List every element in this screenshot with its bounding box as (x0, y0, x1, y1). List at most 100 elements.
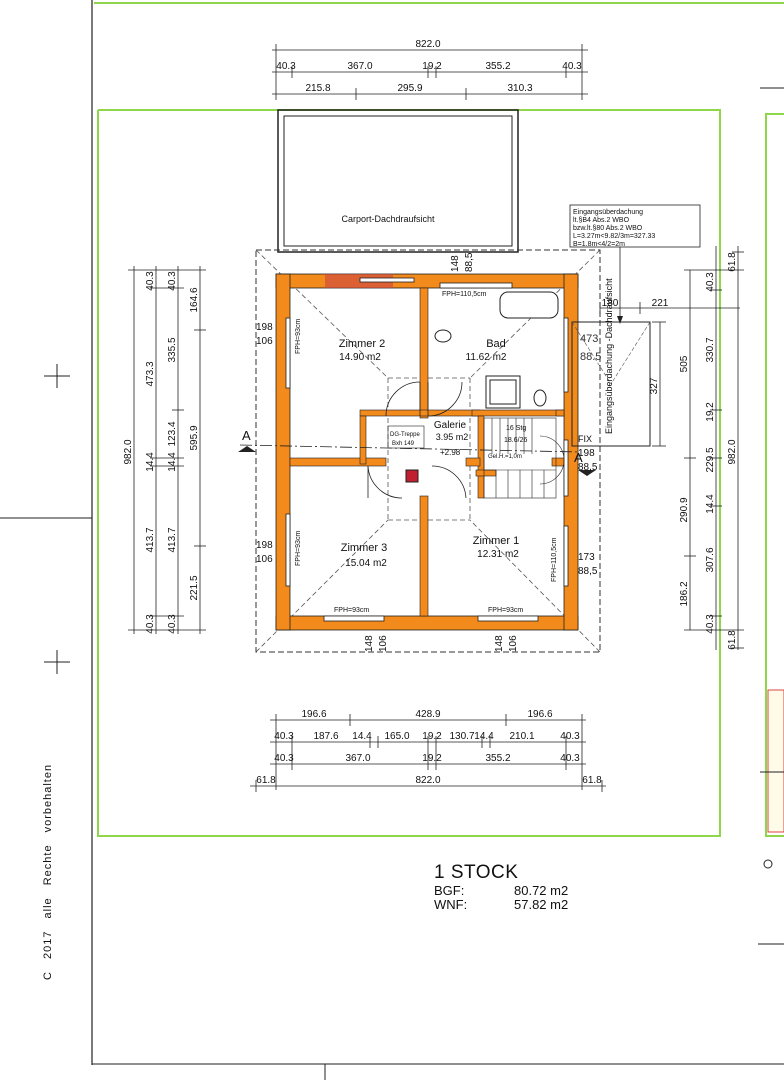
dim-bottom: 165.0 (384, 731, 409, 742)
dg-stair-box (387, 425, 425, 449)
crosshair-icon (44, 364, 70, 674)
dim-bottom: 40.3 (560, 753, 580, 764)
dim-right: 186.2 (679, 581, 690, 606)
dim-bottom: 61.8 (582, 775, 602, 786)
wnf-row: WNF: 57.82 m2 (434, 898, 568, 912)
bathtub (499, 291, 559, 319)
canopy-note-line: lt.§B4 Abs.2 WBO (573, 217, 630, 224)
dim-left: 221.5 (189, 575, 200, 600)
floor-title: 1 STOCK (434, 862, 519, 883)
dim-bottom: 196.6 (527, 709, 552, 720)
dim-right: 327 (649, 377, 660, 394)
dim-left: 40.3 (145, 614, 156, 634)
fph-label: FPH=110,5cm (551, 537, 558, 582)
dim-left: 14.4 (167, 452, 178, 472)
window-dim: 198 (578, 448, 595, 459)
dim-left: 473.3 (145, 361, 156, 386)
window-dim: 88,5 (578, 566, 598, 577)
dim-bottom: 14.4 (474, 731, 494, 742)
room-name-zimmer-2: Zimmer 2 (339, 338, 385, 350)
dim-bottom: 61.8 (256, 775, 276, 786)
level-marker-icon (763, 859, 773, 869)
dim-right: 505 (679, 355, 690, 372)
dim-right-total: 982.0 (727, 439, 738, 464)
roof-outline (255, 249, 601, 653)
roof-opening-mark (325, 274, 393, 288)
copyright-notice: C 2017 alle Rechte vorbehalten (42, 763, 54, 980)
door-swings (367, 381, 467, 499)
dim-top: 215.8 (305, 83, 330, 94)
room-area-zimmer-3: 15.04 m2 (345, 558, 387, 569)
room-area-zimmer-1: 12.31 m2 (477, 549, 519, 560)
canopy-roof (571, 321, 651, 447)
room-area-galerie: 3.95 m2 (436, 432, 469, 442)
dim-bottom: 40.3 (560, 731, 580, 742)
section-marker-left: A (242, 428, 251, 443)
dim-left: 123.4 (167, 421, 178, 446)
carport-label: Carport-Dachdraufsicht (341, 214, 435, 224)
dimension-lines-bottom (250, 714, 606, 792)
dim-left: 595.9 (189, 425, 200, 450)
dim-left-total: 982.0 (123, 439, 134, 464)
staircase (483, 417, 565, 499)
dim-left: 40.3 (167, 271, 178, 291)
window-dim: 106 (378, 635, 389, 652)
room-name-zimmer-3: Zimmer 3 (341, 542, 387, 554)
dim-top: 19.2 (422, 61, 442, 72)
window-dim: 88,5 (578, 462, 598, 473)
dim-top: 355.2 (485, 61, 510, 72)
window-dim: 148 (450, 255, 461, 272)
canopy-note-line: B=1.8m<4/2=2m (573, 241, 625, 248)
stair-count: 16 Stg (506, 425, 526, 432)
wnf-value: 57.82 m2 (514, 897, 569, 912)
room-area-zimmer-2: 14.90 m2 (339, 352, 381, 363)
canopy-note-line: Eingangsüberdachung (573, 209, 643, 216)
fph-label: FPH=93cm (334, 607, 369, 614)
dim-right: 40.3 (705, 272, 716, 292)
section-line (239, 444, 581, 453)
dimension-lines-right (599, 246, 744, 650)
dim-bottom: 822.0 (415, 775, 440, 786)
section-marker-right: A (574, 450, 583, 465)
dim-right: 180 (602, 298, 619, 309)
window-dim: 173 (578, 552, 595, 563)
dim-bottom: 428.9 (415, 709, 440, 720)
window-dim: 198 (256, 322, 273, 333)
dim-top: 367.0 (347, 61, 372, 72)
window-dim: 106 (256, 554, 273, 565)
dim-right: 19.2 (705, 402, 716, 422)
room-area-bad: 11.62 m2 (466, 352, 507, 363)
bgf-row: BGF: 80.72 m2 (434, 884, 568, 898)
window-dim: 148 (364, 635, 375, 652)
dim-top: 40.3 (562, 61, 582, 72)
dim-right: 61.8 (727, 252, 738, 272)
handwritten-note: 473 (580, 333, 598, 345)
dim-top: 310.3 (507, 83, 532, 94)
room-name-zimmer-1: Zimmer 1 (473, 535, 519, 547)
dim-bottom: 196.6 (301, 709, 326, 720)
fix-label: FIX (578, 434, 592, 444)
dim-left: 335.5 (167, 337, 178, 362)
canopy-label-1: Eingangsüberdachung -Dachdraufsicht (604, 278, 614, 434)
dim-bottom: 210.1 (509, 731, 534, 742)
neighbor-hatched-area (767, 689, 784, 833)
dim-bottom: 130.7 (449, 731, 474, 742)
dim-bottom: 14.4 (352, 731, 372, 742)
dim-right: 229.5 (705, 447, 716, 472)
dim-right: 330.7 (705, 337, 716, 362)
dim-bottom: 19.2 (422, 731, 442, 742)
dim-bottom: 367.0 (345, 753, 370, 764)
room-name-galerie: Galerie (434, 420, 467, 431)
windows (285, 277, 569, 622)
canopy-note-line: bzw.lt.§80 Abs.2 WBO (573, 225, 643, 232)
dim-left: 40.3 (167, 614, 178, 634)
interior-walls (289, 287, 565, 617)
fph-label: FPH=93cm (295, 531, 302, 566)
dim-right: 221 (652, 298, 669, 309)
window-dim: 88,5 (464, 252, 475, 272)
dim-bottom: 40.3 (274, 753, 294, 764)
dim-total-top: 822.0 (415, 39, 440, 50)
railing-height: Gel.H.=1,0m (488, 454, 522, 460)
fph-label: FPH=93cm (295, 319, 302, 354)
